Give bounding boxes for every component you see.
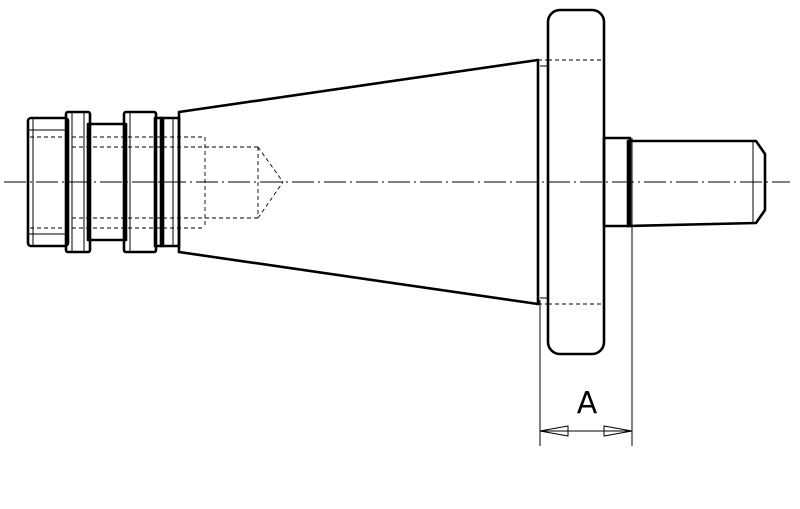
- internal-bore-hidden: [30, 136, 284, 229]
- taper-body: [177, 58, 548, 306]
- pull-stud: [26, 110, 181, 254]
- dimension-label: A: [577, 386, 598, 421]
- shank: [602, 136, 767, 228]
- dimension-a: A: [539, 226, 633, 446]
